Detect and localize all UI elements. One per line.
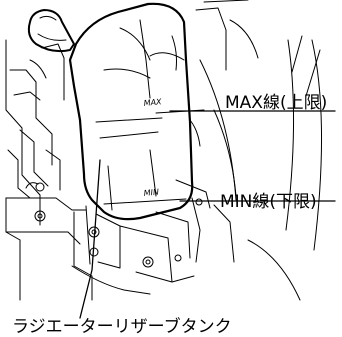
reserve-tank (27, 2, 205, 221)
mounting-bracket (5, 197, 195, 301)
engine-structure-left (5, 39, 65, 226)
min-line-label: MIN線(下限) (220, 192, 317, 212)
tank-max-mark: MAX (143, 97, 162, 108)
tank-leader (79, 159, 101, 319)
reserve-tank-label: ラジエーターリザーブタンク (12, 317, 232, 337)
engine-structure-right (175, 0, 323, 301)
filler-cap (27, 9, 75, 53)
max-line-label: MAX線(上限) (225, 93, 328, 113)
leader-lines (79, 110, 336, 319)
min-line-mark (103, 198, 187, 205)
tank-min-mark: MIN (143, 187, 159, 198)
